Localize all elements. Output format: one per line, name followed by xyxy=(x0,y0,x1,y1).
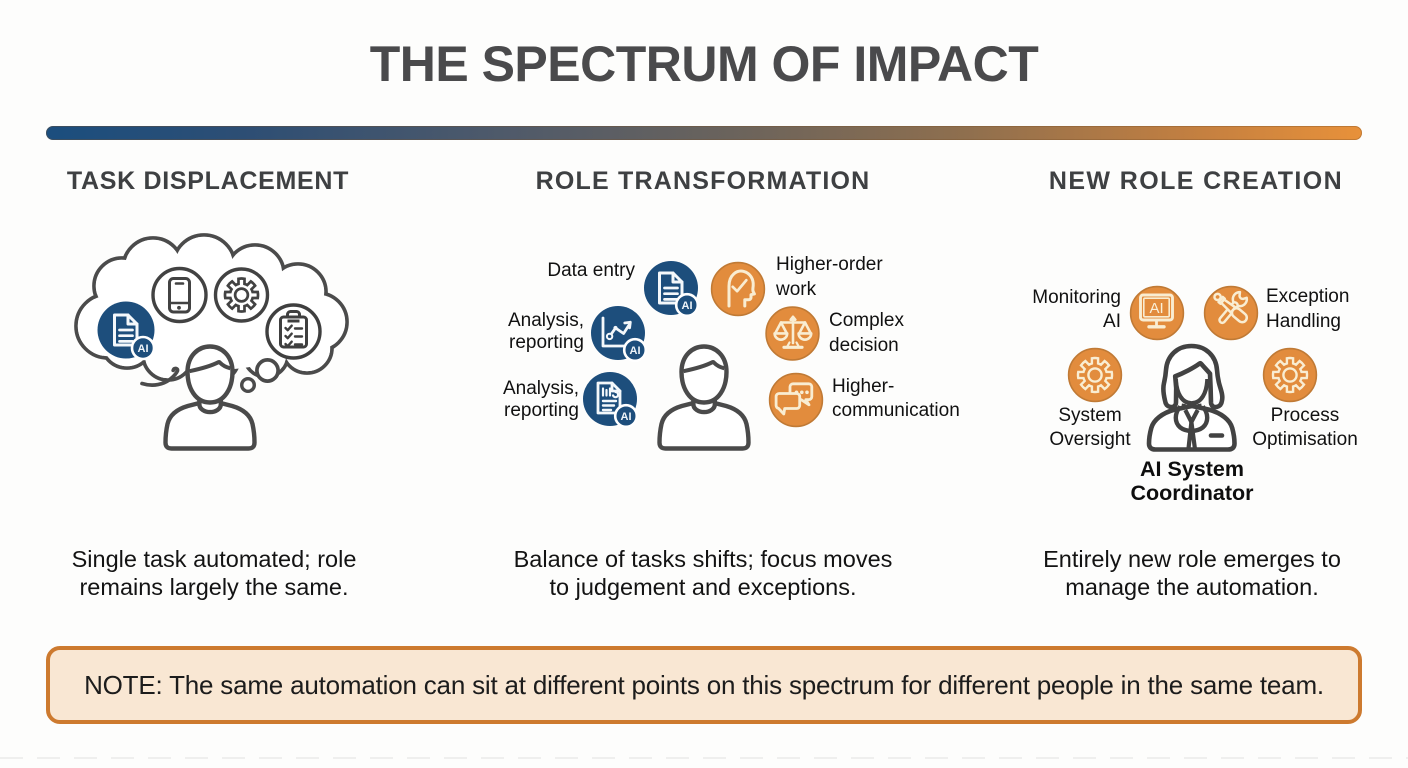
svg-text:AI: AI xyxy=(630,345,641,357)
svg-text:AI: AI xyxy=(138,343,149,355)
svg-text:AI: AI xyxy=(682,300,693,312)
svg-text:AI: AI xyxy=(621,411,632,423)
svg-text:AI: AI xyxy=(1150,300,1164,317)
